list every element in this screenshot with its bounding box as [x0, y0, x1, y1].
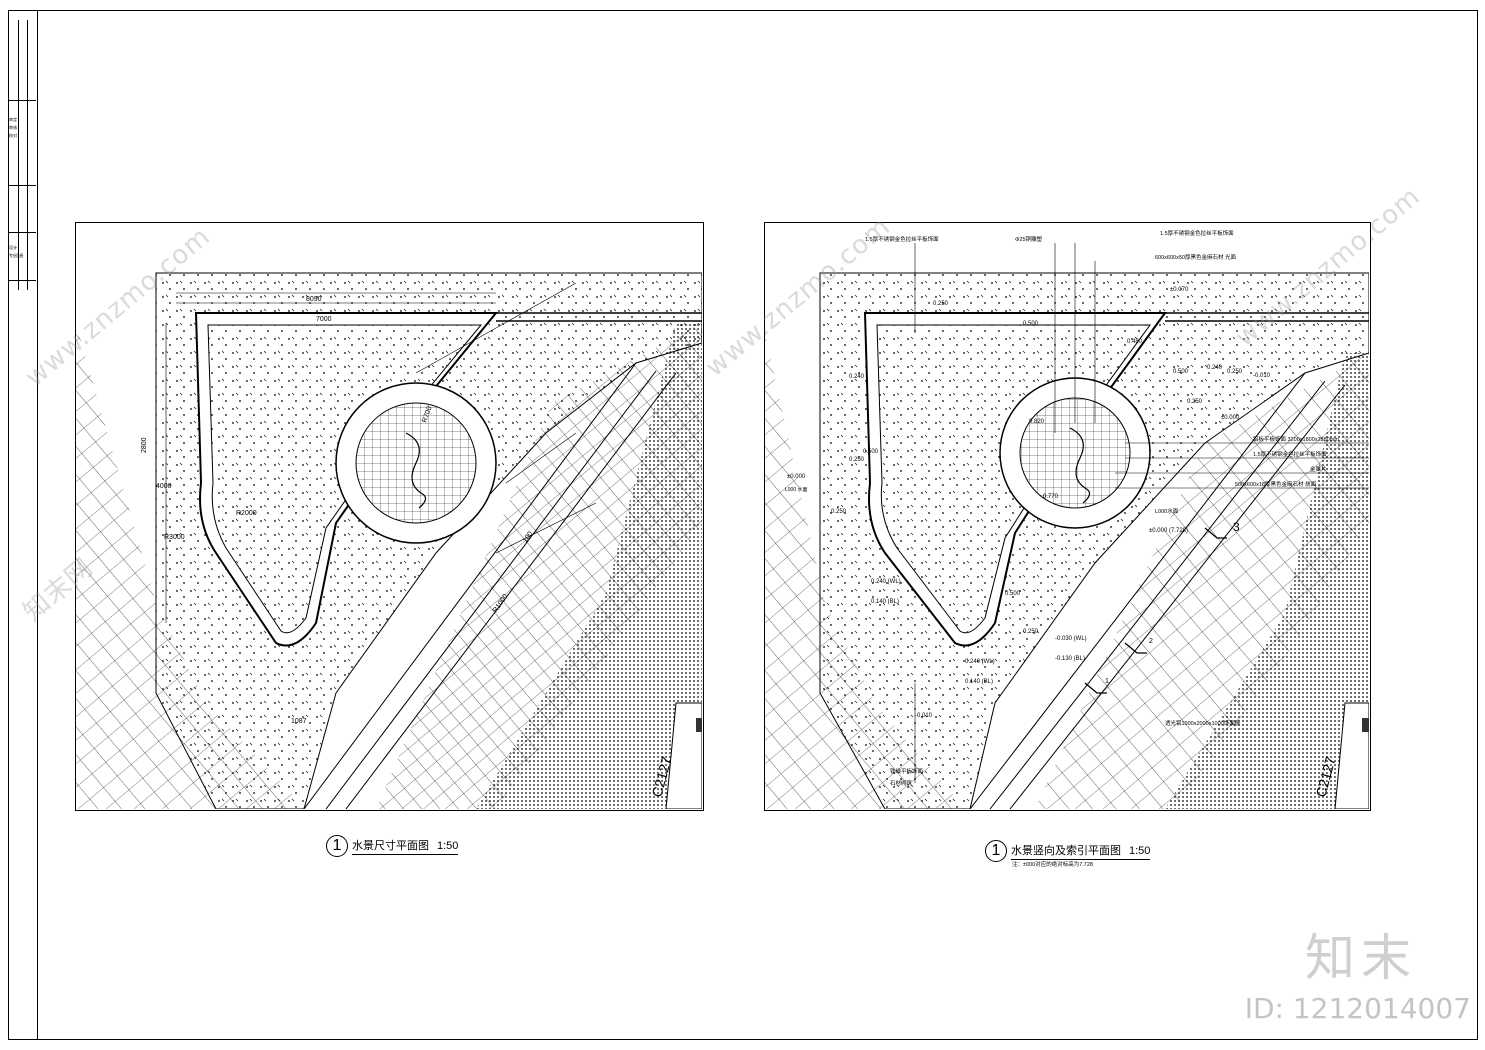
drawing-title-text: 水景尺寸平面图 1:50 [352, 837, 459, 855]
callout: 铝板平板饰面 3200x1800x2880mm [1253, 435, 1339, 443]
dim-label: 1087 [291, 718, 307, 725]
water-channel [1165, 312, 1369, 322]
side-title-strip: 审 定 审 核 校 对 设 计 专业负责 [8, 10, 38, 1040]
building-corner [665, 702, 702, 809]
leader-lines [415, 282, 597, 554]
elevation-mark: -0.130 (BL) [1055, 656, 1085, 662]
elevation-mark: -0.010 [915, 713, 933, 719]
elevation-mark: ±0.070 [1170, 287, 1189, 293]
callout: Φ25铜雕塑 [1015, 235, 1043, 243]
watermark-logo: 知末 [1305, 929, 1417, 987]
drawing-title: 水景竖向及索引平面图 [1011, 845, 1121, 857]
marker-block [696, 718, 702, 732]
elevation-mark: 0.240 [1207, 365, 1223, 371]
watermark-id: ID: 1212014007 [1244, 992, 1471, 1025]
elevation-mark: 0.500 [863, 449, 879, 455]
elevation-mark: 0.500 [1173, 369, 1189, 375]
sculpture-form [405, 432, 427, 509]
section-mark: 1 [1105, 678, 1109, 685]
elevation-mark: -0.010 [1253, 373, 1271, 379]
section-mark: 2 [1149, 638, 1153, 645]
callout: 1.5厚不锈钢金色拉丝平板饰面 [1253, 450, 1327, 458]
dim-label: 2800 [141, 437, 148, 453]
dim-label: R3000 [164, 534, 185, 541]
elevation-mark: 0.140 (BL) [965, 679, 993, 685]
callout: 500x600x18厚黑色金麻石材 烧面 [1235, 480, 1316, 488]
strip-text: 专业负责 [9, 253, 24, 258]
drawing-title: 水景尺寸平面图 [352, 840, 429, 852]
road-edge [303, 362, 677, 809]
dim-label: R2000 [236, 510, 257, 517]
sculpture-form [1069, 427, 1091, 504]
section-mark: 3 [1233, 520, 1240, 534]
callout: 1.5厚不锈钢金色拉丝平板饰面 [865, 235, 939, 243]
elevation-mark: 0.250 [1227, 369, 1243, 375]
elevation-mark: 0.250 [933, 301, 949, 307]
drawing-note: 注：±000对应的绝对标高为7.728 [1012, 862, 1093, 868]
callout: L000水面 [1155, 507, 1179, 515]
paving-grid-left [765, 333, 965, 809]
sheet-border [8, 10, 1478, 1040]
elevation-mark: 0.240 [849, 374, 865, 380]
water-channel [496, 312, 702, 322]
elevation-mark: 0.500 [1023, 321, 1039, 327]
plan-elevation-panel: 1.5厚不锈钢金色拉丝平板饰面 Φ25铜雕塑 1.5厚不锈钢金色拉丝平板饰面 6… [764, 222, 1371, 811]
drawing-number: 1 [326, 835, 348, 857]
elevation-mark: 0.250 [1023, 629, 1039, 635]
elevation-mark: L000 水面 [785, 486, 808, 493]
building-corner [1334, 702, 1369, 809]
callout: 600x600x50厚黑色金麻石材 光面 [1155, 253, 1236, 261]
paving-grid-left [76, 323, 306, 809]
dim-label: 8090 [306, 296, 322, 303]
paving-grid-right [376, 323, 702, 809]
elevation-mark: 0.250 [831, 509, 847, 515]
dim-label: 7000 [316, 316, 332, 323]
drawing-scale: 1:50 [1129, 845, 1151, 857]
elevation-mark: 0.500 [1005, 591, 1021, 597]
elevation-mark: 0.480 [1127, 339, 1143, 345]
marker-block [1362, 718, 1369, 732]
leader-lines [914, 243, 1369, 783]
right-drawing-title: 1 水景竖向及索引平面图 1:50 [985, 840, 1151, 862]
road-edge [969, 372, 1346, 809]
left-drawing-title: 1 水景尺寸平面图 1:50 [326, 835, 459, 857]
elevation-mark: 0.240 (WL) [965, 659, 995, 665]
strip-text: 校 对 [9, 133, 17, 138]
dimension-lines [155, 292, 496, 623]
elevation-mark: 0.820 [1029, 419, 1045, 425]
strip-text: 审 核 [9, 125, 17, 130]
dark-paving [1165, 353, 1369, 809]
strip-text: 设 计 [9, 245, 17, 250]
elevation-mark: -0.030 (WL) [1055, 636, 1087, 642]
drawing-scale: 1:50 [437, 840, 459, 852]
elevation-mark: 0.770 [1043, 494, 1059, 500]
dim-label: 4000 [156, 483, 172, 490]
strip-text: 审 定 [9, 117, 17, 122]
elevation-mark: 0.140 (BL) [871, 599, 899, 605]
section-cut-lines [1084, 527, 1227, 694]
elevation-mark: ±0.000 [1221, 415, 1240, 421]
callout: 1.5厚不锈钢金色拉丝平板饰面 [1160, 229, 1234, 237]
callout: 金属片 [1310, 465, 1327, 473]
elevation-mark: ±0.000 [787, 474, 806, 480]
callout: 透光铝1000x2000x1000饰面板 [1165, 719, 1241, 727]
callout: 石材砌筑 [890, 779, 913, 787]
drawing-number: 1 [985, 840, 1007, 862]
elevation-mark: 0.250 [849, 457, 865, 463]
drawing-title-text: 水景竖向及索引平面图 1:50 [1011, 842, 1151, 860]
paving-grid-right [1035, 353, 1369, 809]
elevation-mark: 0.250 [1187, 399, 1203, 405]
elevation-mark: ±0.000 (7.728) [1149, 528, 1188, 534]
elevation-mark: 0.240 (WL) [871, 579, 901, 585]
plan-dimension-panel: 8090 7000 2800 4000 R2000 R3000 R700 100… [75, 222, 704, 811]
callout: 铁线平板饰面 [890, 767, 924, 775]
dimension-plan-drawing: 8090 7000 2800 4000 R2000 R3000 R700 100… [76, 272, 702, 809]
elevation-plan-drawing: 1.5厚不锈钢金色拉丝平板饰面 Φ25铜雕塑 1.5厚不锈钢金色拉丝平板饰面 6… [765, 229, 1369, 809]
